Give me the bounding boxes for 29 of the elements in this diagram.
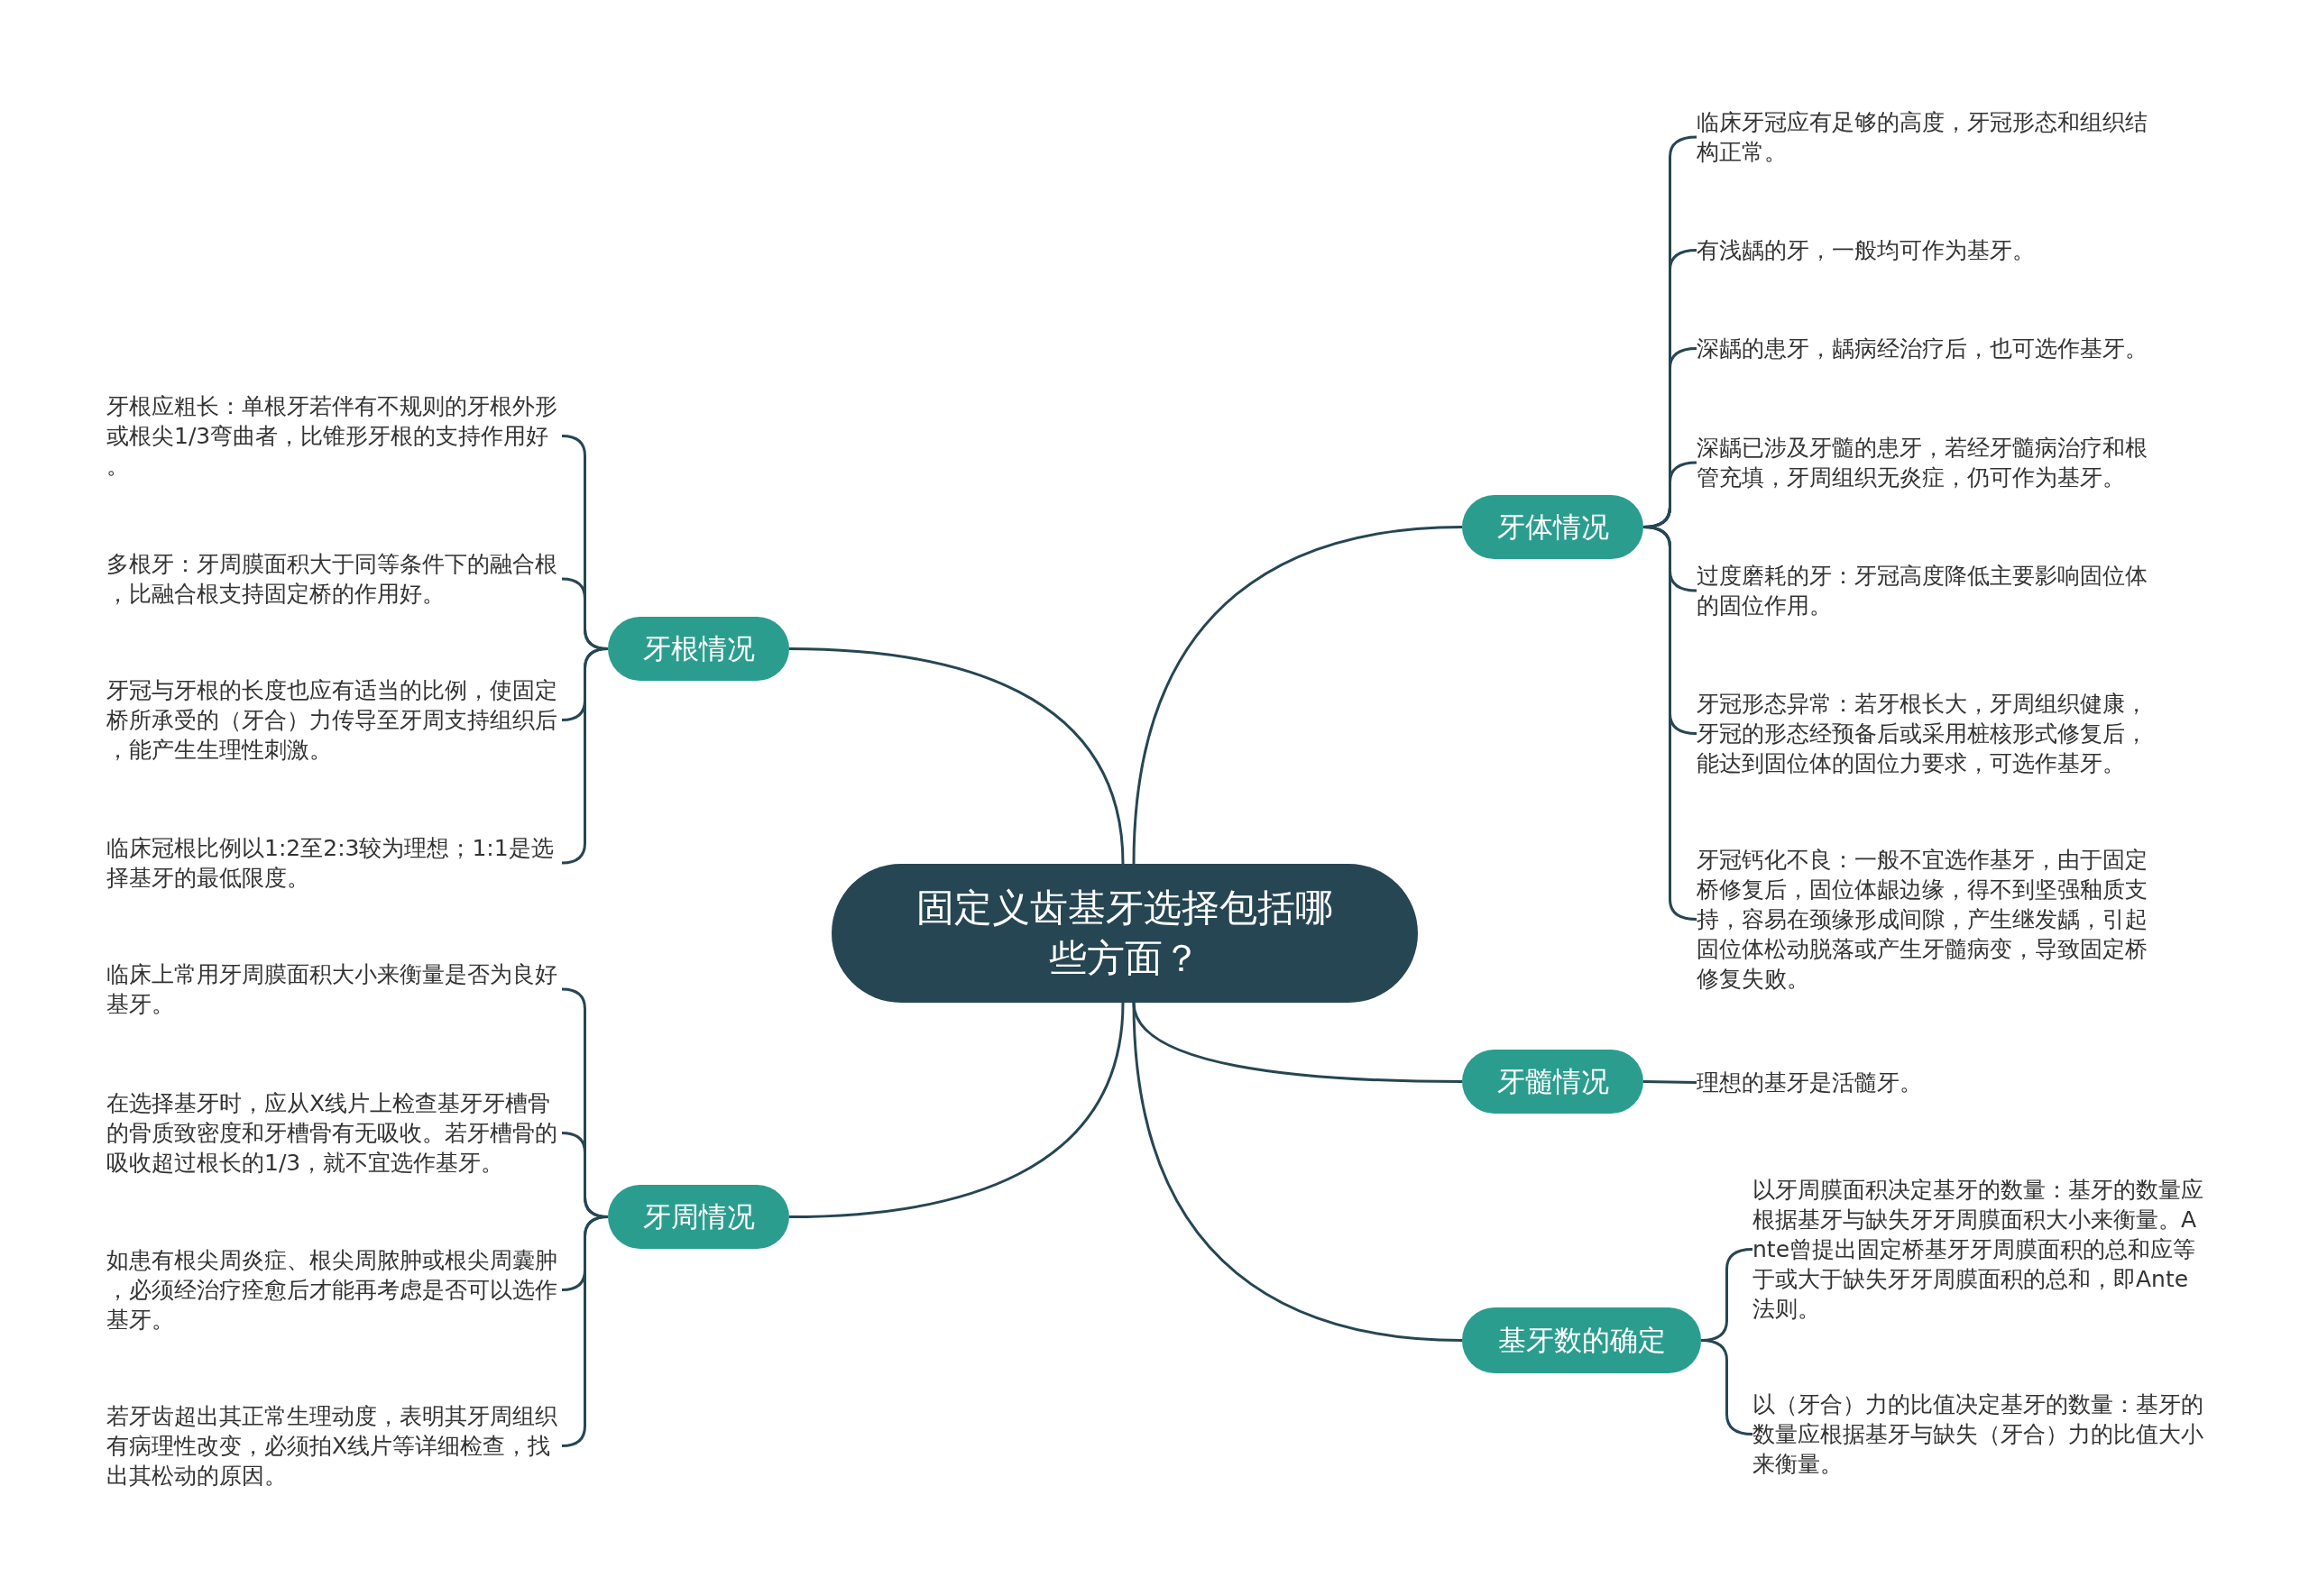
branch-pill: 基牙数的确定	[1462, 1307, 1701, 1373]
note-text: 如患有根尖周炎症、根尖周脓肿或根尖周囊肿，必须经治疗痊愈后才能再考虑是否可以选作基牙。	[106, 1245, 562, 1335]
note-text: 若牙齿超出其正常生理动度，表明其牙周组织有病理性改变，必须拍X线片等详细检查，找出其松动的原因。	[106, 1401, 562, 1491]
connector-line	[1132, 1002, 1463, 1342]
note-text: 以牙周膜面积决定基牙的数量：基牙的数量应根据基牙与缺失牙牙周膜面积大小来衡量。Ante曾提出固定桥基牙牙周膜面积的总和应等于或大于缺失牙牙周膜面积的总和，即Ante法则。	[1752, 1175, 2208, 1324]
note-text: 以（牙合）力的比值决定基牙的数量：基牙的数量应根据基牙与缺失（牙合）力的比值大小来衡量。	[1752, 1390, 2208, 1479]
note-text: 牙冠钙化不良：一般不宜选作基牙，由于固定桥修复后，固位体龈边缘，得不到坚强釉质支持，容易在颈缘形成间隙，产生继发龋，引起固位体松动脱落或产生牙髓病变，导致固定桥修复失败。	[1697, 845, 2152, 994]
note-text: 深龋的患牙，龋病经治疗后，也可选作基牙。	[1697, 334, 2152, 363]
note-text: 牙冠与牙根的长度也应有适当的比例，使固定桥所承受的（牙合）力传导至牙周支持组织后，能产生生理性刺激。	[106, 675, 562, 765]
connector-line	[1642, 1080, 1697, 1084]
connector-line	[788, 1002, 1125, 1218]
branch-pill: 牙髓情况	[1462, 1050, 1643, 1114]
note-text: 过度磨耗的牙：牙冠高度降低主要影响固位体的固位作用。	[1697, 561, 2152, 620]
branch-pill: 牙体情况	[1462, 495, 1643, 559]
note-text: 牙冠形态异常：若牙根长大，牙周组织健康，牙冠的形态经预备后或采用桩核形式修复后，能达到固位体的固位力要求，可选作基牙。	[1697, 689, 2152, 778]
note-text: 临床牙冠应有足够的高度，牙冠形态和组织结构正常。	[1697, 107, 2152, 167]
note-text: 多根牙：牙周膜面积大于同等条件下的融合根，比融合根支持固定桥的作用好。	[106, 549, 562, 609]
note-text: 理想的基牙是活髓牙。	[1697, 1068, 2152, 1097]
branch-pill: 牙根情况	[608, 617, 789, 681]
note-text: 牙根应粗长：单根牙若伴有不规则的牙根外形或根尖1/3弯曲者，比锥形牙根的支持作用好。	[106, 391, 562, 481]
note-text: 有浅龋的牙，一般均可作为基牙。	[1697, 235, 2152, 265]
note-text: 在选择基牙时，应从X线片上检查基牙牙槽骨的骨质致密度和牙槽骨有无吸收。若牙槽骨的吸收超过根长的1/3，就不宜选作基牙。	[106, 1088, 562, 1178]
branch-pill: 牙周情况	[608, 1185, 789, 1249]
connector-line	[788, 647, 1125, 865]
note-text: 深龋已涉及牙髓的患牙，若经牙髓病治疗和根管充填，牙周组织无炎症，仍可作为基牙。	[1697, 433, 2152, 492]
topic-pill: 固定义齿基牙选择包括哪些方面？	[832, 864, 1418, 1003]
note-text: 临床上常用牙周膜面积大小来衡量是否为良好基牙。	[106, 959, 562, 1019]
note-text: 临床冠根比例以1:2至2:3较为理想；1:1是选择基牙的最低限度。	[106, 833, 562, 893]
connector-line	[1132, 526, 1463, 865]
